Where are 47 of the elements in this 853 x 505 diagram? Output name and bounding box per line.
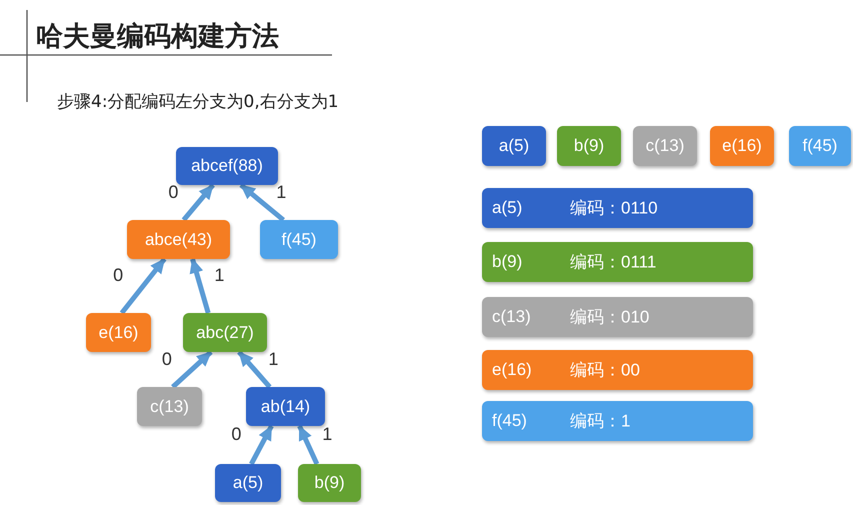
tree-node: abce(43) — [127, 220, 230, 259]
code-bar — [482, 242, 753, 282]
edge-label: 0 — [113, 266, 124, 284]
tree-node: ab(14) — [246, 387, 325, 426]
tree-node: c(13) — [137, 387, 202, 426]
weight-box: e(16) — [710, 126, 774, 166]
code-text: 编码：0111 — [570, 252, 656, 274]
weight-box: a(5) — [482, 126, 546, 166]
arrow — [237, 350, 272, 389]
arrow — [249, 424, 274, 466]
tree-node: e(16) — [86, 313, 151, 352]
edge-label: 1 — [214, 266, 224, 284]
code-text: 编码：010 — [570, 306, 650, 328]
step-note: 步骤4:分配编码左分支为0,右分支为1 — [57, 91, 339, 113]
arrow — [297, 424, 320, 466]
arrow — [239, 183, 285, 222]
code-bar — [482, 350, 753, 390]
arrow — [120, 257, 166, 315]
code-text: 编码：1 — [570, 410, 630, 432]
edge-label: 0 — [168, 182, 178, 200]
arrow — [182, 183, 215, 222]
edge-label: 0 — [162, 350, 172, 368]
tree-node: a(5) — [215, 464, 281, 502]
code-text: 编码：0110 — [570, 198, 658, 220]
arrow — [190, 258, 211, 314]
code-bar — [482, 297, 753, 337]
arrow — [171, 350, 213, 389]
edge-label: 1 — [322, 425, 332, 443]
title: 哈夫曼编码构建方法 — [36, 20, 279, 54]
bar-label: b(9) — [492, 252, 522, 272]
bar-label: c(13) — [492, 307, 531, 327]
code-text: 编码：00 — [570, 360, 640, 382]
weight-box: f(45) — [789, 126, 851, 166]
bar-label: f(45) — [492, 411, 527, 431]
code-bar — [482, 188, 753, 228]
bar-label: e(16) — [492, 360, 532, 380]
edge-label: 0 — [231, 425, 242, 443]
weight-box: b(9) — [557, 126, 621, 166]
tree-node: abcef(88) — [176, 147, 278, 185]
code-bar — [482, 401, 753, 441]
tree-node: f(45) — [260, 220, 338, 259]
tree-node: abc(27) — [183, 313, 267, 352]
edge-label: 1 — [276, 182, 286, 200]
weight-box: c(13) — [633, 126, 697, 166]
tree-node: b(9) — [298, 464, 361, 502]
edge-label: 1 — [268, 350, 278, 368]
bar-label: a(5) — [492, 198, 522, 218]
